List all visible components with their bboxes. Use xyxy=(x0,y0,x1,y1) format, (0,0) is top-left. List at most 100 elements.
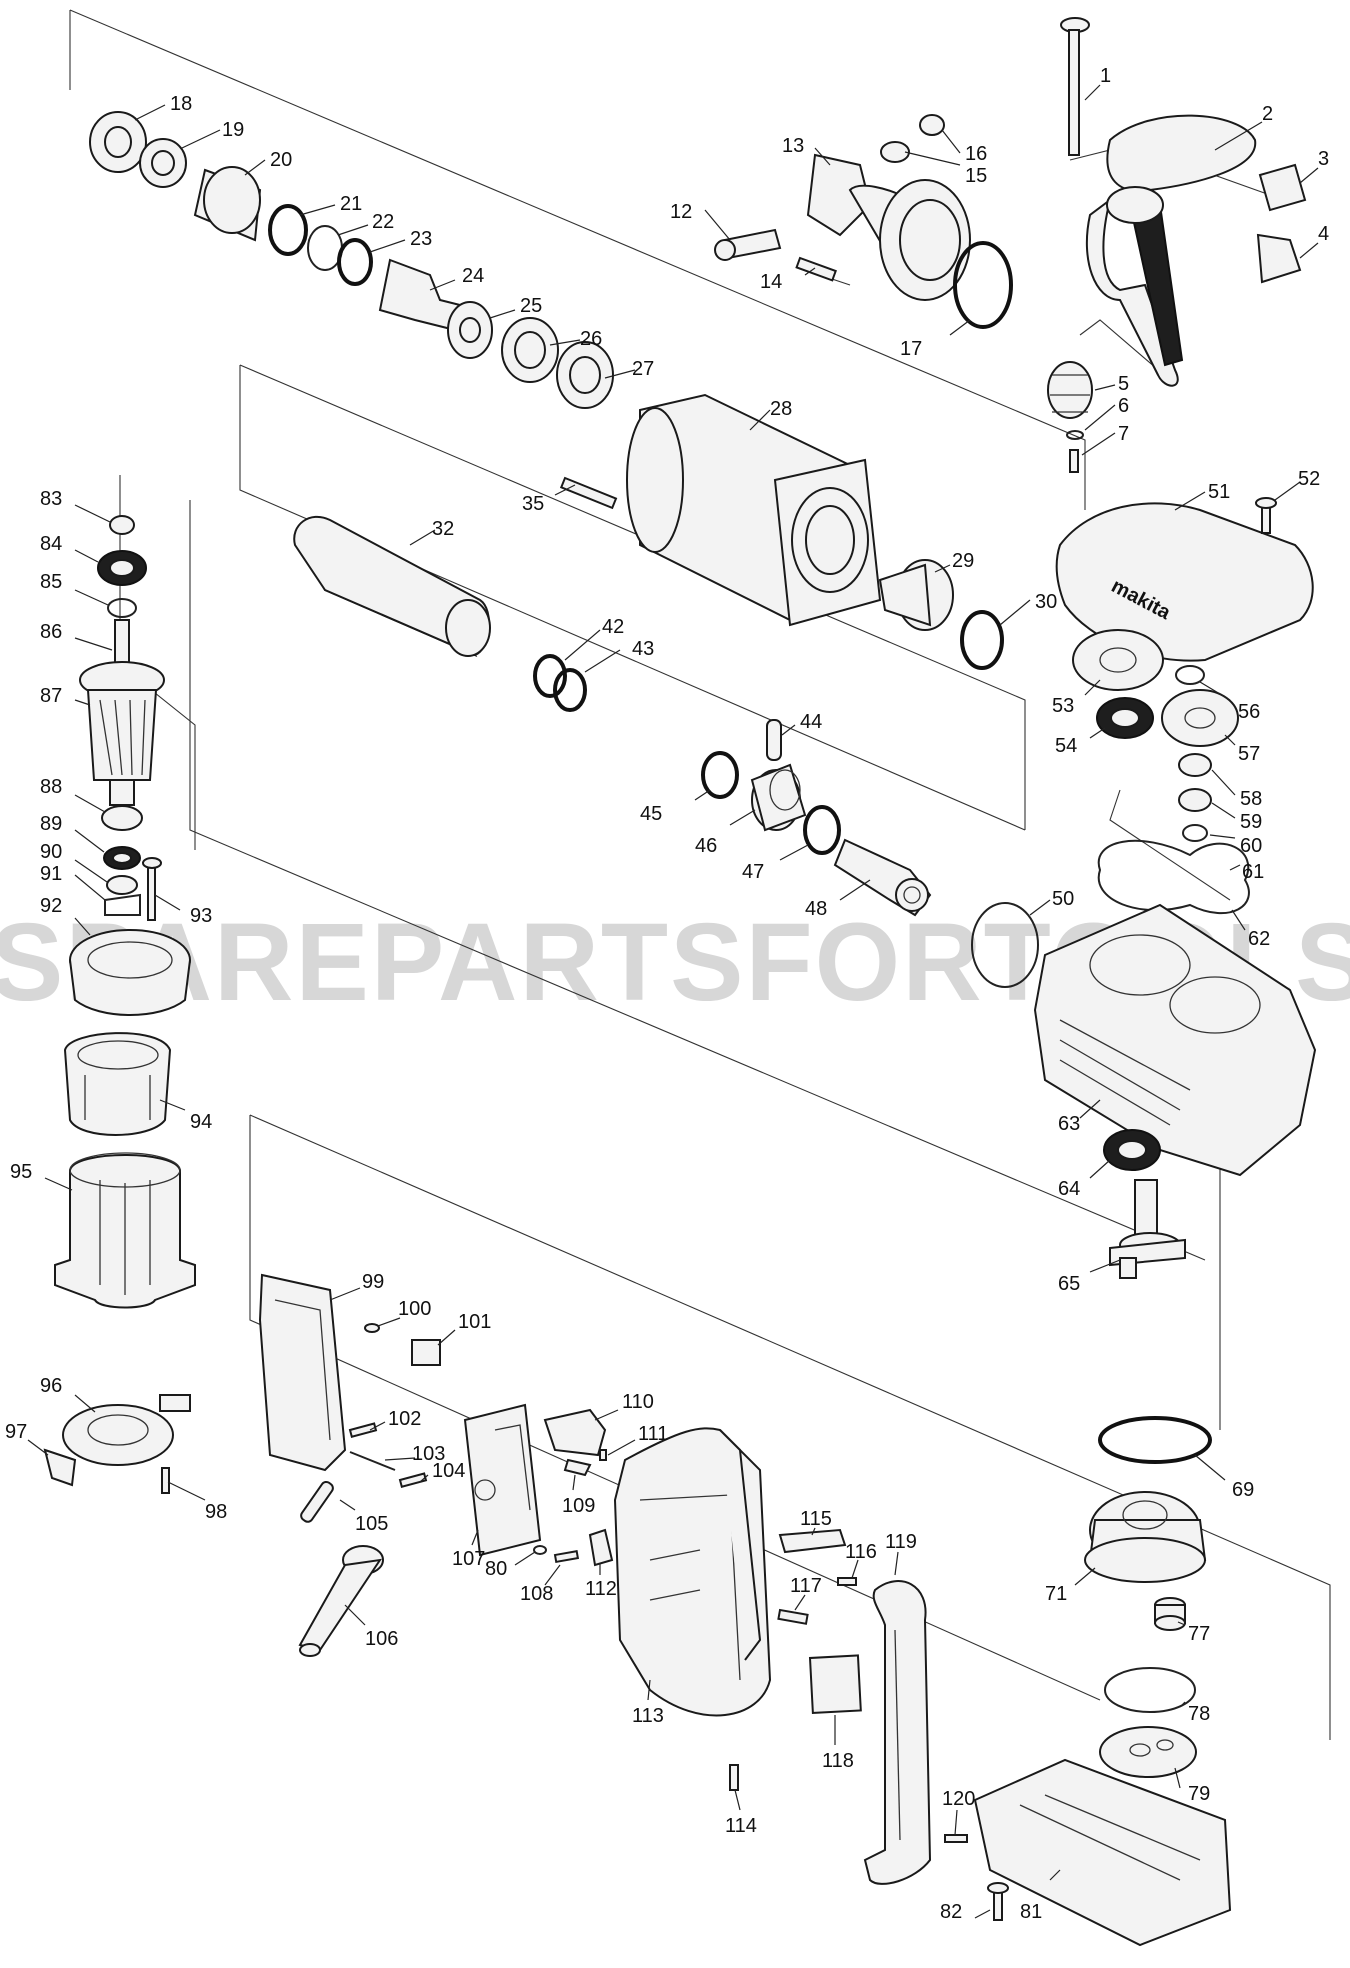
callout-label: 95 xyxy=(10,1161,32,1183)
callout-label: 104 xyxy=(432,1460,465,1482)
callout-label: 118 xyxy=(822,1750,854,1772)
callout-label: 61 xyxy=(1242,861,1264,883)
callout-label: 105 xyxy=(355,1513,388,1535)
callout-label: 97 xyxy=(5,1421,27,1443)
callout-label: 53 xyxy=(1052,695,1074,717)
part-18-27-barrel-group xyxy=(89,111,614,409)
callout-label: 90 xyxy=(40,841,62,863)
callout-label: 62 xyxy=(1248,928,1270,950)
part-53-gear xyxy=(1072,629,1164,691)
callout-label: 15 xyxy=(965,165,987,187)
part-86-87-armature xyxy=(79,619,165,806)
callout-labels: 1 2 3 4 5 6 7 12 13 14 15 16 17 18 19 20… xyxy=(5,65,1329,1923)
parts: makita xyxy=(43,17,1317,1947)
callout-label: 6 xyxy=(1118,395,1129,417)
callout-label: 25 xyxy=(520,295,542,317)
part-97 xyxy=(43,1448,77,1487)
part-115 xyxy=(778,1528,847,1554)
part-58 xyxy=(1178,753,1212,777)
callout-label: 5 xyxy=(1118,373,1129,395)
part-42 xyxy=(533,654,567,698)
part-52-screw xyxy=(1261,504,1271,534)
callout-label: 45 xyxy=(640,803,662,825)
part-63-crank-housing xyxy=(1033,903,1317,1177)
callout-label: 81 xyxy=(1020,1901,1042,1923)
callout-label: 87 xyxy=(40,685,62,707)
callout-label: 12 xyxy=(670,201,692,223)
callout-label: 51 xyxy=(1208,481,1230,503)
callout-label: 54 xyxy=(1055,735,1077,757)
callout-label: 84 xyxy=(40,533,62,555)
callout-label: 57 xyxy=(1238,743,1260,765)
callout-label: 7 xyxy=(1118,423,1129,445)
callout-label: 110 xyxy=(622,1391,654,1413)
callout-label: 77 xyxy=(1188,1623,1210,1645)
part-46-piston xyxy=(750,763,807,832)
part-57-gear xyxy=(1161,689,1239,747)
part-61-62-gasket xyxy=(1097,839,1250,915)
part-12-17-front-assembly xyxy=(714,114,1013,329)
callout-label: 119 xyxy=(885,1531,917,1553)
callout-label: 106 xyxy=(365,1628,398,1650)
part-108 xyxy=(553,1550,580,1564)
callout-label: 78 xyxy=(1188,1703,1210,1725)
part-32-cylinder xyxy=(293,515,491,658)
part-29-body xyxy=(878,563,932,627)
callout-label: 117 xyxy=(790,1575,822,1597)
part-1-bolt xyxy=(1060,17,1090,156)
part-94-field xyxy=(63,1032,172,1136)
part-120 xyxy=(944,1834,968,1843)
part-92-baffle xyxy=(69,929,191,1016)
callout-label: 112 xyxy=(585,1578,617,1600)
part-95-motor-housing xyxy=(54,1152,196,1309)
callout-label: 108 xyxy=(520,1583,553,1605)
callout-label: 42 xyxy=(602,616,624,638)
callout-label: 98 xyxy=(205,1501,227,1523)
part-88 xyxy=(101,805,143,831)
callout-label: 86 xyxy=(40,621,62,643)
part-3 xyxy=(1258,163,1307,212)
callout-label: 18 xyxy=(170,93,192,115)
part-48-connecting-rod xyxy=(833,838,932,917)
part-90 xyxy=(106,875,138,895)
callout-label: 107 xyxy=(452,1548,485,1570)
callout-label: 111 xyxy=(638,1423,668,1445)
callout-label: 96 xyxy=(40,1375,62,1397)
part-69 xyxy=(1098,1416,1212,1464)
callout-label: 113 xyxy=(632,1705,664,1727)
callout-label: 4 xyxy=(1318,223,1329,245)
part-117 xyxy=(777,1608,809,1625)
callout-label: 60 xyxy=(1240,835,1262,857)
part-80 xyxy=(533,1545,547,1555)
part-51-crank-cover: makita xyxy=(1055,502,1314,662)
part-103 xyxy=(349,1451,396,1471)
part-4 xyxy=(1256,233,1302,284)
part-96-brush-holder xyxy=(62,1394,191,1466)
callout-label: 26 xyxy=(580,328,602,350)
callout-label: 20 xyxy=(270,149,292,171)
callout-label: 82 xyxy=(940,1901,962,1923)
part-79 xyxy=(1099,1726,1197,1778)
callout-label: 22 xyxy=(372,211,394,233)
callout-label: 99 xyxy=(362,1271,384,1293)
callout-label: 17 xyxy=(900,338,922,360)
callout-label: 92 xyxy=(40,895,62,917)
callout-label: 21 xyxy=(340,193,362,215)
callout-label: 30 xyxy=(1035,591,1057,613)
callout-label: 63 xyxy=(1058,1113,1080,1135)
part-71-gear-housing xyxy=(1084,1491,1207,1583)
callout-label: 14 xyxy=(760,271,782,293)
part-50 xyxy=(971,902,1039,988)
part-119-rear-grip xyxy=(863,1580,932,1885)
part-98 xyxy=(161,1467,170,1494)
callout-label: 27 xyxy=(632,358,654,380)
callout-label: 69 xyxy=(1232,1479,1254,1501)
part-30 xyxy=(960,610,1004,670)
callout-label: 2 xyxy=(1262,103,1273,125)
part-59 xyxy=(1178,788,1212,812)
callout-label: 109 xyxy=(562,1495,595,1517)
part-52-head xyxy=(1255,497,1277,509)
part-45 xyxy=(701,751,739,799)
part-91 xyxy=(104,893,141,916)
part-81-bottom-cover xyxy=(973,1758,1232,1947)
